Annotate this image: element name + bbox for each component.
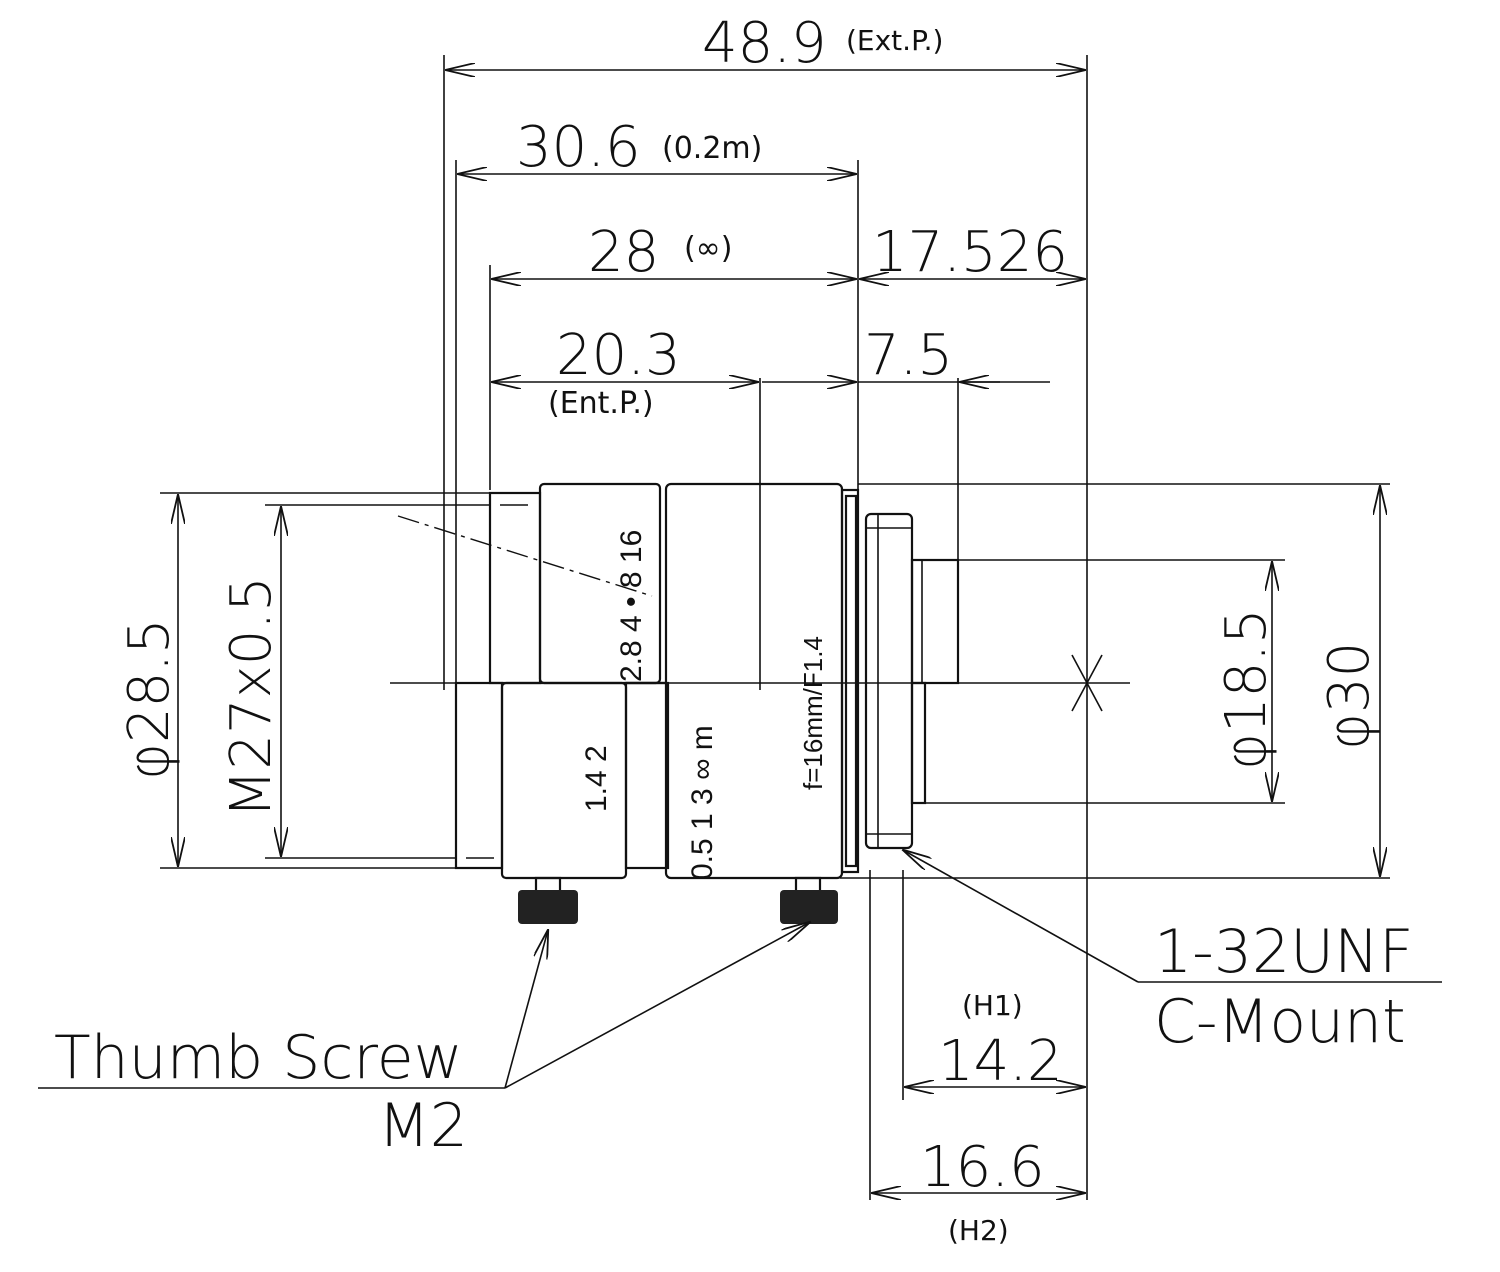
c-mount-callout: 1-32UNF C-Mount [903,850,1442,1057]
svg-text:M2: M2 [378,1091,468,1161]
svg-text:48.9: 48.9 [702,11,827,76]
extension-lines [160,55,1390,1200]
dimension-entrance-pupil: 20.3 (Ent.P.) [492,323,758,421]
dimension-rear-protrusion: 7.5 [762,323,1050,388]
thumb-screw-callout: Thumb Screw M2 [38,922,810,1161]
svg-text:20.3: 20.3 [556,323,681,388]
svg-text:1.4 2: 1.4 2 [580,745,613,812]
dimension-infinity-length: 28 (∞) [492,220,856,285]
svg-text:2.8 4 • 8 16: 2.8 4 • 8 16 [615,530,648,682]
svg-text:1-32UNF: 1-32UNF [1154,917,1413,987]
svg-text:16.6: 16.6 [920,1135,1045,1200]
svg-text:φ28.5: φ28.5 [117,618,182,780]
svg-text:30.6: 30.6 [516,115,641,180]
thumb-screw-front [518,876,578,924]
svg-text:7.5: 7.5 [864,323,953,388]
svg-text:φ30: φ30 [1317,642,1382,750]
svg-text:0.5 1 3 ∞ m: 0.5 1 3 ∞ m [686,725,719,880]
svg-text:14.2: 14.2 [938,1029,1063,1094]
svg-text:Thumb Screw: Thumb Screw [54,1023,463,1093]
svg-text:(H1): (H1) [962,989,1023,1022]
dimension-outer-diameter-front: φ28.5 [117,495,182,866]
svg-text:C-Mount: C-Mount [1154,987,1406,1057]
dimension-h1: (H1) 14.2 [905,989,1085,1094]
dimension-h2: 16.6 (H2) [872,1135,1085,1247]
dimension-ext-pupil: 48.9 (Ext.P.) [446,11,1085,76]
svg-text:17.526: 17.526 [872,220,1068,285]
svg-text:28: 28 [588,220,659,285]
svg-text:(Ent.P.): (Ent.P.) [548,386,654,421]
svg-text:(H2): (H2) [948,1214,1009,1247]
lens-markings: 2.8 4 • 8 16 1.4 2 0.5 1 3 ∞ m f=16mm/F1… [580,530,828,880]
dimension-filter-thread: M27x0.5 [219,507,284,856]
svg-text:M27x0.5: M27x0.5 [219,576,284,818]
lens-body [454,482,960,880]
dimension-close-focus-length: 30.6 (0.2m) [458,115,856,180]
svg-text:(∞): (∞) [684,231,732,266]
dimension-rear-diameter: φ18.5 [1214,562,1279,801]
dimension-outer-diameter-max: φ30 [1317,486,1382,876]
dimension-flange-back: 17.526 [860,220,1085,285]
svg-text:(0.2m): (0.2m) [662,131,762,166]
thumb-screw-rear [780,876,838,924]
svg-text:φ18.5: φ18.5 [1214,608,1279,770]
svg-text:f=16mm/F1.4: f=16mm/F1.4 [798,636,828,790]
svg-text:(Ext.P.): (Ext.P.) [846,24,943,57]
